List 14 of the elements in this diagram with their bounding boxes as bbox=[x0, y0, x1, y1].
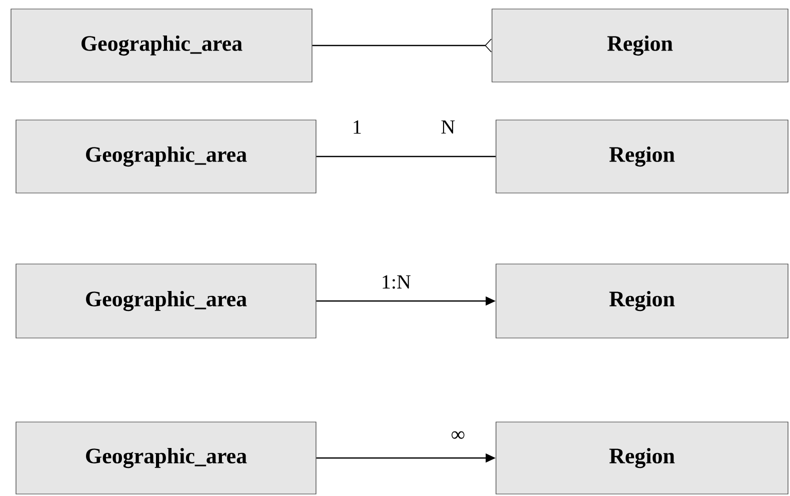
entity-box: Geographic_area bbox=[16, 264, 316, 338]
cardinality-label: N bbox=[441, 120, 455, 134]
entity-box: Geographic_area bbox=[16, 120, 316, 194]
edge-label: 1:N bbox=[380, 274, 412, 290]
entity-box: Region bbox=[496, 422, 788, 494]
entity-box: Region bbox=[492, 8, 788, 82]
edge-label: ∞ bbox=[450, 430, 466, 442]
connector bbox=[312, 38, 492, 52]
connector bbox=[316, 156, 496, 158]
entity-box: Geographic_area bbox=[16, 422, 316, 494]
entity-box: Region bbox=[496, 264, 788, 338]
entity-box: Region bbox=[496, 120, 788, 194]
entity-box: Geographic_area bbox=[10, 8, 312, 82]
cardinality-label: 1 bbox=[354, 120, 361, 134]
